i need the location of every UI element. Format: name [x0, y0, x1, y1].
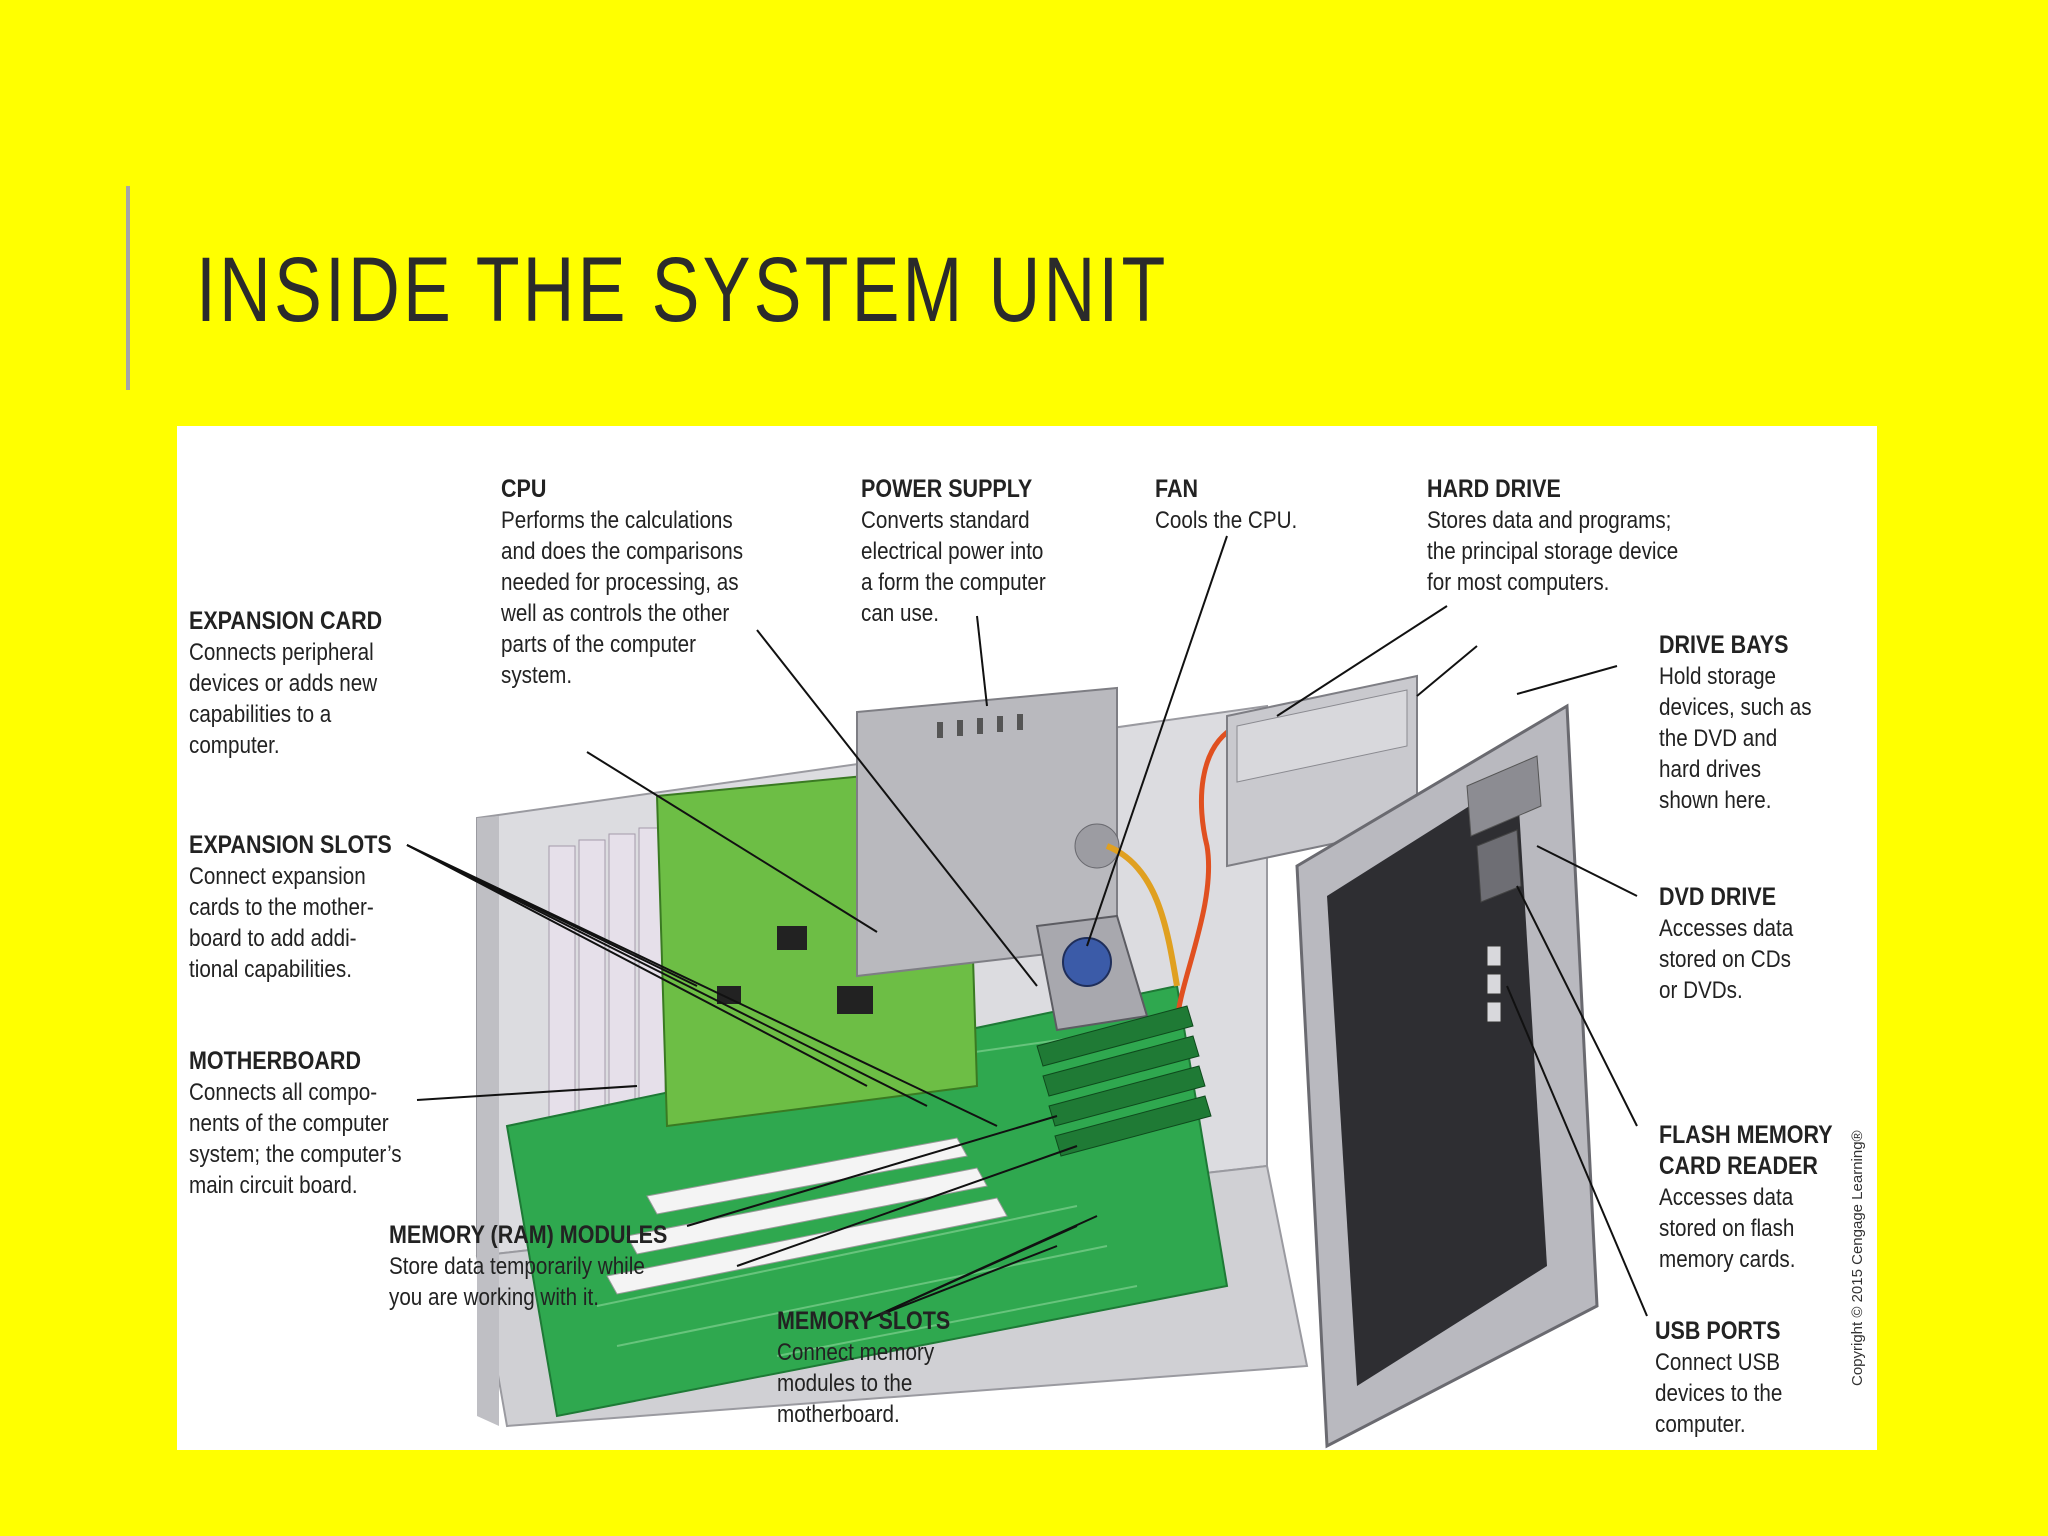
callout-hard-drive: HARD DRIVE Stores data and programs; the…: [1427, 474, 1678, 598]
callout-drive-bays-desc: Hold storage devices, such as the DVD an…: [1659, 663, 1812, 814]
callout-hard-drive-desc: Stores data and programs; the principal …: [1427, 507, 1679, 596]
callout-power-supply-desc: Converts standard electrical power into …: [861, 507, 1046, 627]
callout-usb-ports-title: USB PORTS: [1655, 1317, 1781, 1345]
callout-expansion-card-desc: Connects peripheral devices or adds new …: [189, 639, 378, 759]
system-unit-illustration: [406, 535, 1648, 1449]
callout-expansion-slots-title: EXPANSION SLOTS: [189, 831, 392, 859]
callout-dvd-drive-desc: Accesses data stored on CDs or DVDs.: [1659, 915, 1794, 1004]
callout-motherboard-title: MOTHERBOARD: [189, 1047, 361, 1075]
callout-fan-desc: Cools the CPU.: [1155, 507, 1298, 534]
callout-flash-reader-title: FLASH MEMORY CARD READER: [1659, 1121, 1833, 1180]
callout-usb-ports-desc: Connect USB devices to the computer.: [1655, 1349, 1783, 1438]
front-panel-face: [1327, 776, 1547, 1386]
copyright-notice: Copyright © 2015 Cengage Learning®: [1849, 1130, 1866, 1386]
callout-cpu-desc: Performs the calculations and does the c…: [501, 507, 744, 689]
callout-drive-bays: DRIVE BAYS Hold storage devices, such as…: [1659, 630, 1812, 816]
callout-memory-modules-desc: Store data temporarily while you are wor…: [389, 1253, 645, 1311]
callout-motherboard: MOTHERBOARD Connects all compo- nents of…: [189, 1046, 402, 1201]
callout-fan: FAN Cools the CPU.: [1155, 474, 1297, 536]
callout-motherboard-desc: Connects all compo- nents of the compute…: [189, 1079, 402, 1199]
callout-drive-bays-title: DRIVE BAYS: [1659, 631, 1789, 659]
callout-hard-drive-title: HARD DRIVE: [1427, 475, 1561, 503]
callout-expansion-slots: EXPANSION SLOTS Connect expansion cards …: [189, 830, 392, 985]
callout-usb-ports: USB PORTS Connect USB devices to the com…: [1655, 1316, 1782, 1440]
callout-flash-reader-desc: Accesses data stored on flash memory car…: [1659, 1184, 1796, 1273]
flash-reader-slot: [1476, 829, 1522, 903]
callout-memory-modules-title: MEMORY (RAM) MODULES: [389, 1221, 668, 1249]
usb-port-cluster: [1486, 945, 1502, 1023]
callout-fan-title: FAN: [1155, 475, 1198, 503]
callout-dvd-drive: DVD DRIVE Accesses data stored on CDs or…: [1659, 882, 1793, 1006]
callout-memory-slots-title: MEMORY SLOTS: [777, 1307, 951, 1335]
system-unit-figure: CPU Performs the calculations and does t…: [177, 426, 1877, 1450]
callout-leader-lines: [406, 535, 1648, 1321]
dvd-drive-slot: [1466, 755, 1542, 837]
callout-power-supply-title: POWER SUPPLY: [861, 475, 1033, 503]
cpu-fan: [1062, 937, 1112, 987]
callout-cpu: CPU Performs the calculations and does t…: [501, 474, 743, 691]
expansion-slot-strips: [606, 1137, 1008, 1295]
power-supply-vents: [937, 714, 1023, 738]
memory-modules: [1036, 1005, 1212, 1157]
power-cables: [1105, 843, 1180, 987]
case-left-edge: [477, 816, 499, 1426]
callout-dvd-drive-title: DVD DRIVE: [1659, 883, 1777, 911]
callout-memory-modules: MEMORY (RAM) MODULES Store data temporar…: [389, 1220, 667, 1313]
slide-title: INSIDE THE SYSTEM UNIT: [196, 239, 1169, 341]
title-accent-bar: [126, 186, 130, 390]
callout-memory-slots-desc: Connect memory modules to the motherboar…: [777, 1339, 935, 1428]
callout-power-supply: POWER SUPPLY Converts standard electrica…: [861, 474, 1046, 629]
callout-flash-memory-card-reader: FLASH MEMORY CARD READER Accesses data s…: [1659, 1120, 1833, 1275]
callout-expansion-card-title: EXPANSION CARD: [189, 607, 383, 635]
callout-expansion-slots-desc: Connect expansion cards to the mother- b…: [189, 863, 374, 983]
power-supply-fan-hole: [1074, 823, 1120, 869]
callout-cpu-title: CPU: [501, 475, 547, 503]
hard-drive-unit: [1236, 689, 1408, 783]
callout-memory-slots: MEMORY SLOTS Connect memory modules to t…: [777, 1306, 950, 1430]
callout-expansion-card: EXPANSION CARD Connects peripheral devic…: [189, 606, 382, 761]
